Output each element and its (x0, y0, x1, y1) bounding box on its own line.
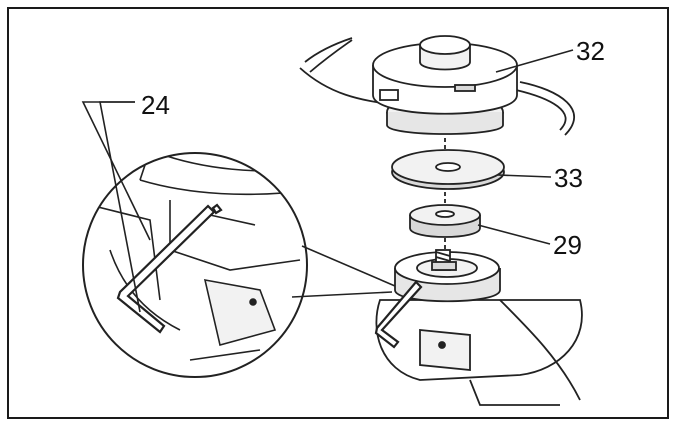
callout-32: 32 (576, 36, 605, 66)
washer-icon (391, 149, 505, 205)
leader-24b (99, 101, 141, 313)
leader-32 (495, 49, 574, 73)
gear-case-icon (375, 249, 583, 406)
callout-33: 33 (554, 163, 583, 193)
leader-33 (497, 174, 552, 178)
magnified-inset (82, 152, 308, 378)
callout-29: 29 (553, 230, 582, 260)
leader-lines (81, 49, 574, 313)
leader-29 (477, 224, 551, 245)
hex-key-icon (374, 280, 423, 349)
nut-icon (409, 204, 481, 252)
callout-24: 24 (141, 90, 170, 120)
inset-connector-lines (291, 245, 396, 298)
hex-key-icon (116, 203, 223, 334)
trimmer-head-icon (299, 35, 575, 152)
